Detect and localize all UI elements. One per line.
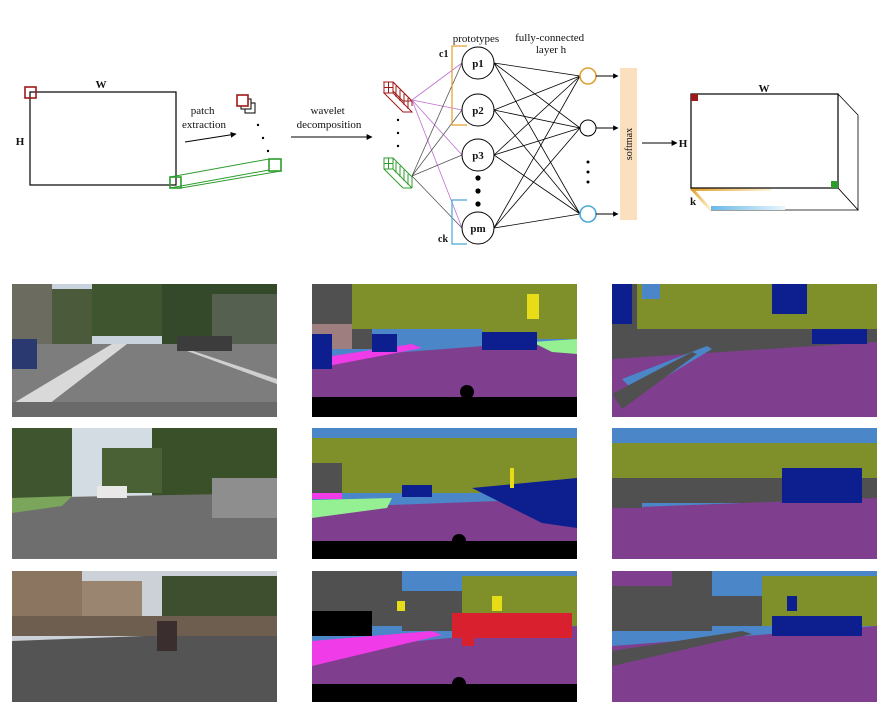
class-bracket-ck: ck — [438, 199, 467, 245]
softmax-block: softmax — [620, 68, 637, 220]
wavelet-label-line1: wavelet — [311, 105, 345, 117]
svg-text:p3: p3 — [472, 150, 484, 162]
prototype-node-p3: p3 — [461, 138, 495, 172]
fc-to-softmax-arrows — [596, 73, 619, 217]
fc-node-2 — [579, 119, 597, 137]
svg-text:wavelet decomposition: wavelet decomposition — [297, 105, 362, 131]
patch-label-line2: extraction — [182, 119, 226, 131]
c1-label: c1 — [439, 49, 448, 60]
extracted-patches — [236, 94, 282, 172]
row1-prediction — [612, 284, 877, 417]
row3-prediction — [612, 571, 877, 702]
output-k-label: k — [690, 196, 697, 208]
input-height-label: H — [16, 136, 25, 148]
class-bracket-c1: c1 — [439, 45, 467, 126]
output-red-pixel — [691, 94, 698, 101]
row1-ground-truth — [312, 284, 577, 417]
svg-text:pm: pm — [470, 223, 485, 235]
input-image: W H — [16, 79, 182, 189]
green-patch-tube — [169, 158, 282, 189]
fc-dots — [586, 160, 590, 184]
patch-label-line1: patch — [191, 105, 215, 117]
wavelet-label-line2: decomposition — [297, 119, 362, 131]
prototype-node-p2: p2 — [461, 93, 495, 127]
wavelet-dots — [396, 118, 400, 148]
wavelet-cube-red — [382, 81, 414, 113]
green-patch-corner — [169, 176, 182, 189]
output-height-label: H — [679, 138, 688, 150]
output-width-label: W — [759, 83, 770, 95]
fc-layer-label: fully-connected layer h — [515, 32, 587, 56]
svg-text:p2: p2 — [472, 105, 484, 117]
fc-node-1 — [579, 67, 597, 85]
svg-text:patch extraction: patch extraction — [182, 105, 226, 131]
patch-extraction-step: patch extraction — [182, 105, 237, 143]
patch-arrow — [184, 131, 237, 143]
row2-ground-truth — [312, 428, 577, 559]
row2-input-photo — [12, 428, 277, 559]
output-green-pixel — [831, 181, 838, 188]
prototypes-label: prototypes — [453, 33, 499, 45]
prototype-node-p1: p1 — [461, 46, 495, 80]
row3-ground-truth — [312, 571, 577, 702]
wavelet-cube-green — [383, 157, 413, 189]
red-patch-corner — [24, 86, 37, 99]
cube-to-prototype-links-green — [411, 62, 463, 229]
row1-input-photo — [12, 284, 277, 417]
softmax-label: softmax — [624, 128, 635, 160]
wavelet-step: wavelet decomposition — [291, 105, 373, 140]
row2-prediction — [612, 428, 877, 559]
prototype-node-pm: pm — [461, 211, 495, 245]
prototype-to-fc-links — [493, 62, 581, 229]
cube-to-prototype-links — [411, 62, 463, 229]
output-volume: W H k — [679, 83, 859, 212]
row3-input-photo — [12, 571, 277, 702]
input-width-label: W — [96, 79, 107, 91]
ck-label: ck — [438, 234, 448, 245]
prototype-dots — [475, 175, 481, 207]
fc-node-k — [579, 205, 597, 223]
svg-text:p1: p1 — [472, 58, 484, 70]
